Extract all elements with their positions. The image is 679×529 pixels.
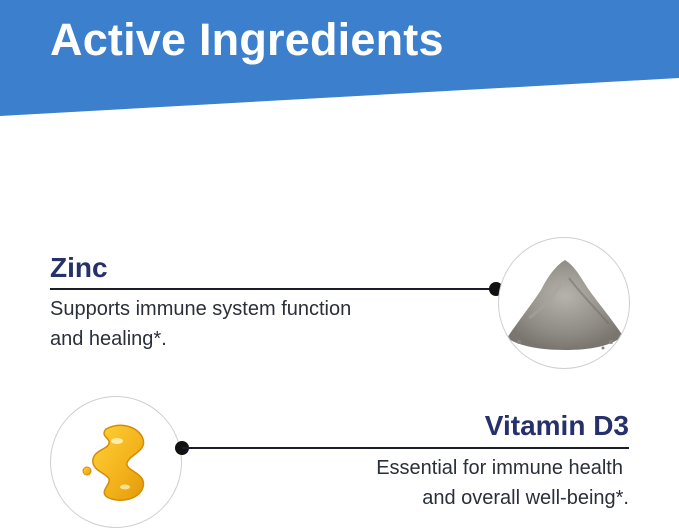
vitamin-d3-image [50, 396, 182, 528]
connector-line-vitamin-d3 [182, 447, 629, 449]
banner-background [0, 0, 679, 116]
connector-line-zinc [50, 288, 496, 290]
ingredient-description-vitamin-d3-line-1: Essential for immune health [376, 457, 623, 479]
ingredient-description-zinc-line-1: Supports immune system function [50, 298, 352, 320]
ingredient-name-zinc: Zinc [50, 252, 108, 283]
ingredient-description-zinc-line-2: and healing*. [50, 328, 167, 350]
ingredient-name-vitamin-d3: Vitamin D3 [484, 410, 629, 441]
zinc-powder-icon [507, 260, 623, 350]
header-banner: Active Ingredients [0, 0, 679, 116]
zinc-image [498, 237, 630, 369]
ingredient-description-vitamin-d3-line-2: and overall well-being*. [422, 487, 629, 509]
vitamin-d3-oil-icon [82, 424, 145, 501]
page-title: Active Ingredients [50, 14, 444, 65]
